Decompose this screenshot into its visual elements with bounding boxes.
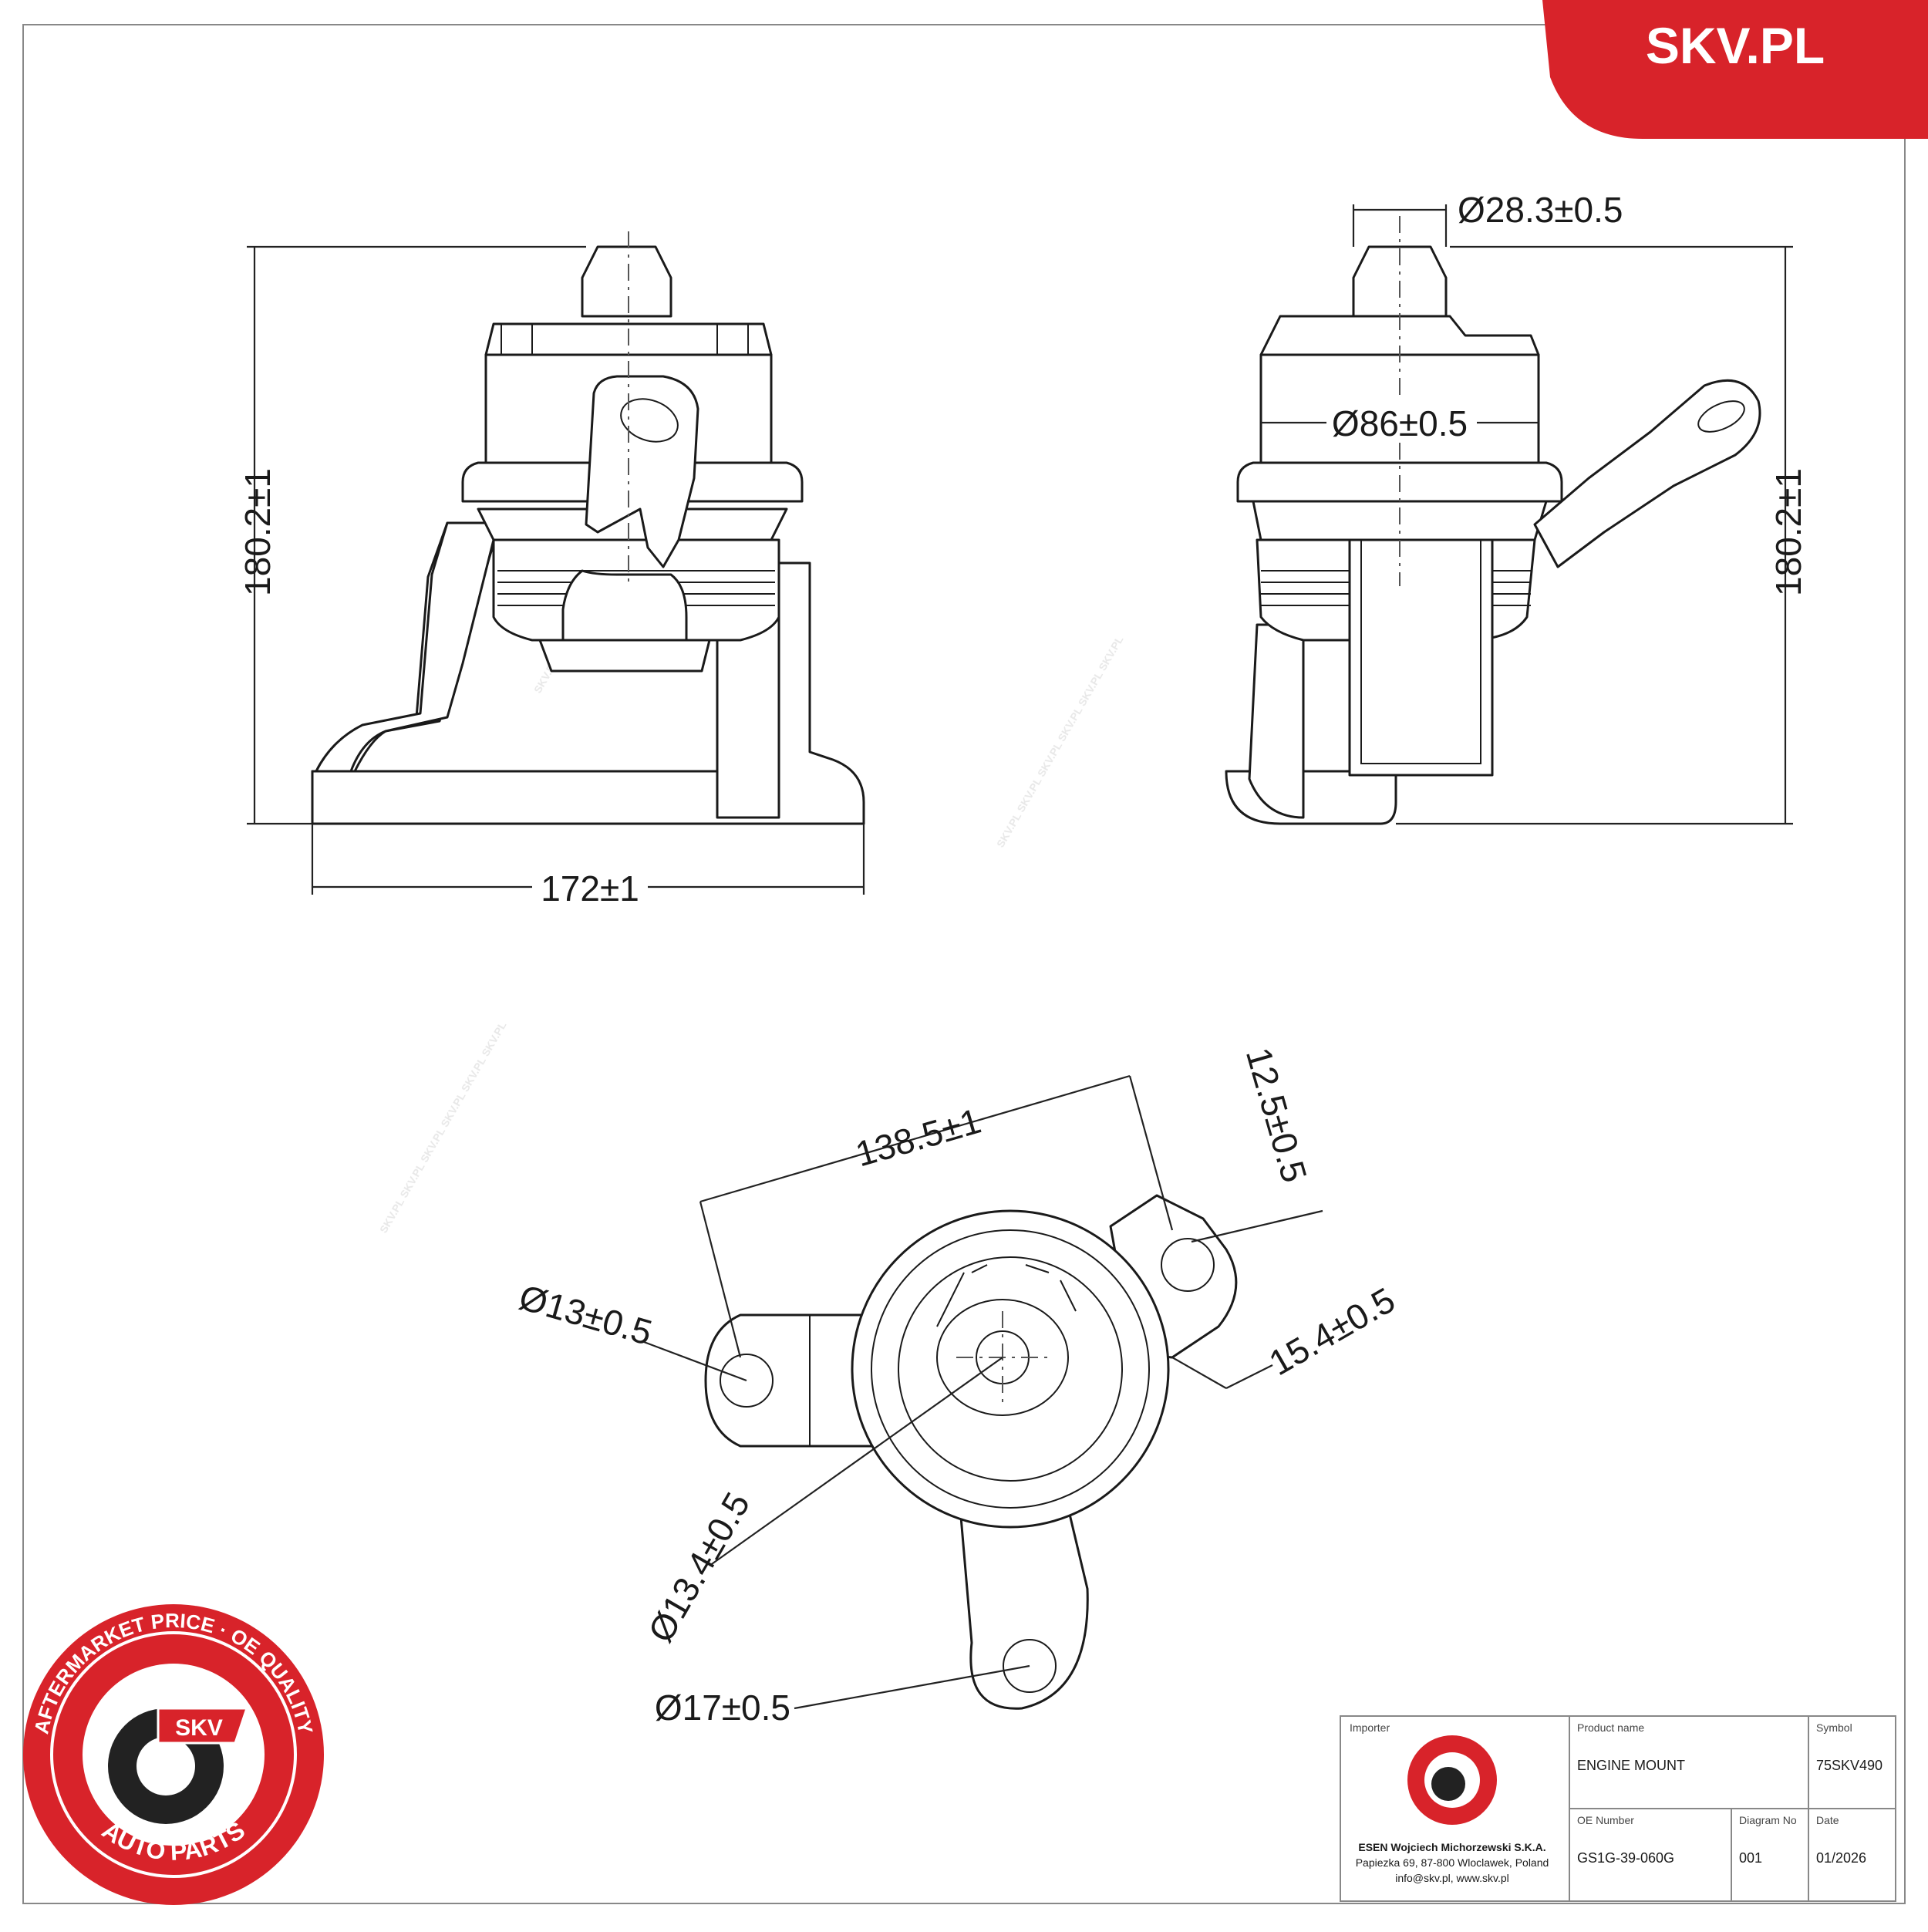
side-body-diameter-label-bg xyxy=(1326,401,1477,441)
top-bottom-hole xyxy=(1003,1639,1057,1693)
seal-center-text: SKV xyxy=(175,1715,223,1741)
importer-address: Papiezka 69, 87-800 Wloclawek, Poland xyxy=(1356,1856,1549,1869)
top-tab-width-label: 12.5±0.5 xyxy=(1239,1044,1315,1187)
front-cup-clips xyxy=(501,324,749,355)
svg-text:SKV.PL SKV.PL SKV.PL SKV.PL SK: SKV.PL SKV.PL SKV.PL SKV.PL SKV.PL SKV.P… xyxy=(377,1019,509,1235)
brand-seal: AFTERMARKET PRICE · OE QUALITY AUTO PART… xyxy=(23,1604,324,1905)
front-side-tab xyxy=(585,375,699,568)
top-length-label: 138.5±1 xyxy=(851,1101,986,1175)
importer-name: ESEN Wojciech Michorzewski S.K.A. xyxy=(1358,1841,1545,1853)
date-value: 01/2026 xyxy=(1816,1850,1866,1866)
svg-text:SKV.PL SKV.PL SKV.PL SKV.PL SK: SKV.PL SKV.PL SKV.PL SKV.PL SKV.PL SKV.P… xyxy=(994,633,1126,849)
front-top-stud xyxy=(581,245,672,318)
top-center-hole-leader xyxy=(709,1357,1003,1566)
side-tab-hole xyxy=(1697,400,1745,433)
side-cup-top xyxy=(1259,315,1540,356)
side-angled-tab xyxy=(1533,379,1761,568)
front-left-arm-inner xyxy=(315,521,495,773)
top-bottom-hole-label: Ø17±0.5 xyxy=(655,1688,790,1728)
top-center-boss xyxy=(936,1299,1069,1416)
side-view: Ø28.3±0.5 Ø86±0.5 180.2±1 xyxy=(1225,190,1808,825)
side-body-diameter-label: Ø86±0.5 xyxy=(1332,403,1468,443)
front-width-label: 172±1 xyxy=(541,868,639,909)
symbol-value: 75SKV490 xyxy=(1816,1758,1882,1773)
brand-corner-shape xyxy=(1542,0,1928,139)
top-tab-width-ext xyxy=(1191,1209,1323,1243)
side-height-label: 180.2±1 xyxy=(1768,468,1808,596)
top-bottom-hole-leader xyxy=(794,1664,1030,1710)
front-height-label: 180.2±1 xyxy=(238,468,278,596)
diagram-no-label: Diagram No xyxy=(1739,1814,1797,1826)
seal-banner xyxy=(157,1707,249,1745)
front-tab-hole xyxy=(620,398,679,443)
site-label: SKV.PL xyxy=(1646,17,1825,74)
top-left-tab xyxy=(704,1313,873,1448)
symbol-label: Symbol xyxy=(1816,1721,1852,1734)
sheet-border xyxy=(22,24,1906,1904)
top-length-ext-left xyxy=(699,1201,742,1358)
top-left-hole-leader xyxy=(643,1340,747,1382)
title-block: Importer ESEN Wojciech Michorzewski S.K.… xyxy=(1340,1715,1896,1902)
top-tab-offset-dimline xyxy=(1225,1364,1273,1389)
product-name: ENGINE MOUNT xyxy=(1577,1758,1685,1773)
top-right-hole xyxy=(1161,1238,1215,1292)
oe-number-label: OE Number xyxy=(1577,1814,1634,1826)
side-left-leg xyxy=(1248,623,1305,819)
top-body-clips xyxy=(936,1264,1077,1327)
top-bottom-tab xyxy=(959,1506,1089,1710)
top-body-outer xyxy=(851,1209,1170,1529)
top-center-hole-label: Ø13.4±0.5 xyxy=(640,1485,757,1649)
top-body-ring xyxy=(871,1229,1150,1509)
top-view: 138.5±1 12.5±0.5 15.4±0.5 Ø13±0.5 Ø13.4±… xyxy=(515,1044,1402,1728)
top-tab-offset-label: 15.4±0.5 xyxy=(1262,1280,1402,1383)
top-length-ext-right xyxy=(1128,1075,1174,1231)
importer-label: Importer xyxy=(1350,1721,1390,1734)
top-tab-offset-ext xyxy=(1171,1357,1227,1389)
importer-contact: info@skv.pl, www.skv.pl xyxy=(1395,1872,1509,1884)
oe-number: GS1G-39-060G xyxy=(1577,1850,1674,1866)
gear-icon-hub xyxy=(137,1737,195,1795)
front-width-label-bg xyxy=(532,864,648,902)
top-left-hole xyxy=(720,1354,774,1408)
top-length-dimline xyxy=(699,1074,1131,1203)
side-bracket xyxy=(1348,519,1494,777)
top-left-hole-label: Ø13±0.5 xyxy=(515,1276,657,1353)
brand-corner: SKV.PL xyxy=(1542,0,1928,139)
side-top-diameter-label: Ø28.3±0.5 xyxy=(1458,190,1623,230)
date-label: Date xyxy=(1816,1814,1839,1826)
top-body-inner xyxy=(898,1256,1123,1482)
front-view: 180.2±1 172±1 xyxy=(238,231,865,909)
importer-gear-icon xyxy=(1431,1767,1465,1801)
diagram-no: 001 xyxy=(1739,1850,1762,1866)
seal-ring xyxy=(50,1631,297,1878)
product-name-label: Product name xyxy=(1577,1721,1644,1734)
front-center-bump xyxy=(561,569,688,642)
front-bottom-boss xyxy=(538,639,711,673)
